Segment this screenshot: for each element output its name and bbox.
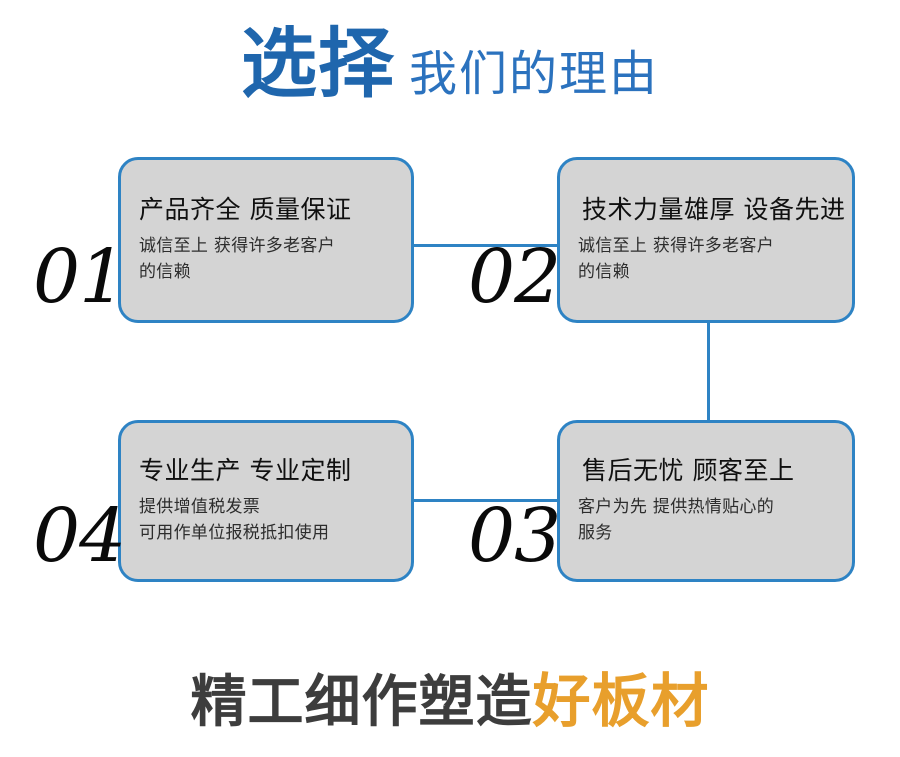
feature-card-01-body-line-2: 的信赖 xyxy=(139,262,191,282)
feature-card-02-number: 02 xyxy=(468,234,561,320)
feature-card-01-number: 01 xyxy=(33,234,126,320)
feature-card-03-body-line-2: 服务 xyxy=(578,523,613,543)
feature-card-03-content: 售后无忧 顾客至上 客户为先 提供热情贴心的 服务 xyxy=(560,423,852,579)
feature-card-02[interactable]: 技术力量雄厚 设备先进 诚信至上 获得许多老客户 的信赖 xyxy=(557,157,855,323)
feature-card-03-number: 03 xyxy=(468,493,561,579)
feature-card-04-body-line-2: 可用作单位报税抵扣使用 xyxy=(139,523,330,543)
feature-card-02-body: 诚信至上 获得许多老客户 的信赖 xyxy=(578,233,838,286)
feature-card-04-title: 专业生产 专业定制 xyxy=(139,455,352,485)
feature-card-03[interactable]: 售后无忧 顾客至上 客户为先 提供热情贴心的 服务 xyxy=(557,420,855,582)
feature-card-04-body-line-1: 提供增值税发票 xyxy=(139,496,261,517)
page-title: 选择我们的理由 xyxy=(0,26,900,102)
feature-card-04-body: 提供增值税发票 可用作单位报税抵扣使用 xyxy=(139,494,397,547)
feature-card-01-body: 诚信至上 获得许多老客户 的信赖 xyxy=(139,233,397,286)
feature-card-02-content: 技术力量雄厚 设备先进 诚信至上 获得许多老客户 的信赖 xyxy=(560,160,852,320)
feature-card-02-title: 技术力量雄厚 设备先进 xyxy=(582,194,846,224)
feature-card-01-content: 产品齐全 质量保证 诚信至上 获得许多老客户 的信赖 xyxy=(121,160,411,320)
feature-card-02-body-line-2: 的信赖 xyxy=(578,262,630,282)
feature-card-04-content: 专业生产 专业定制 提供增值税发票 可用作单位报税抵扣使用 xyxy=(121,423,411,579)
feature-card-01[interactable]: 产品齐全 质量保证 诚信至上 获得许多老客户 的信赖 xyxy=(118,157,414,323)
connector-line-04-to-03 xyxy=(412,499,560,502)
connector-line-01-to-02 xyxy=(412,244,560,247)
footer-slogan: 精工细作塑造好板材 xyxy=(0,672,900,731)
feature-card-04-number: 04 xyxy=(33,493,126,579)
feature-card-03-body: 客户为先 提供热情贴心的 服务 xyxy=(578,494,838,547)
feature-card-02-body-line-1: 诚信至上 获得许多老客户 xyxy=(578,235,775,256)
feature-card-03-title: 售后无忧 顾客至上 xyxy=(582,455,795,485)
footer-slogan-prefix: 精工细作塑造 xyxy=(190,670,533,735)
footer-slogan-highlight: 好板材 xyxy=(532,667,710,735)
feature-card-01-title: 产品齐全 质量保证 xyxy=(139,194,352,224)
feature-card-03-body-line-1: 客户为先 提供热情贴心的 xyxy=(578,496,775,517)
connector-line-02-to-03 xyxy=(707,322,710,421)
page-title-subtitle: 我们的理由 xyxy=(408,46,659,102)
feature-card-04[interactable]: 专业生产 专业定制 提供增值税发票 可用作单位报税抵扣使用 xyxy=(118,420,414,582)
feature-card-01-body-line-1: 诚信至上 获得许多老客户 xyxy=(139,235,336,256)
page-title-emphasis: 选择 xyxy=(240,19,395,108)
